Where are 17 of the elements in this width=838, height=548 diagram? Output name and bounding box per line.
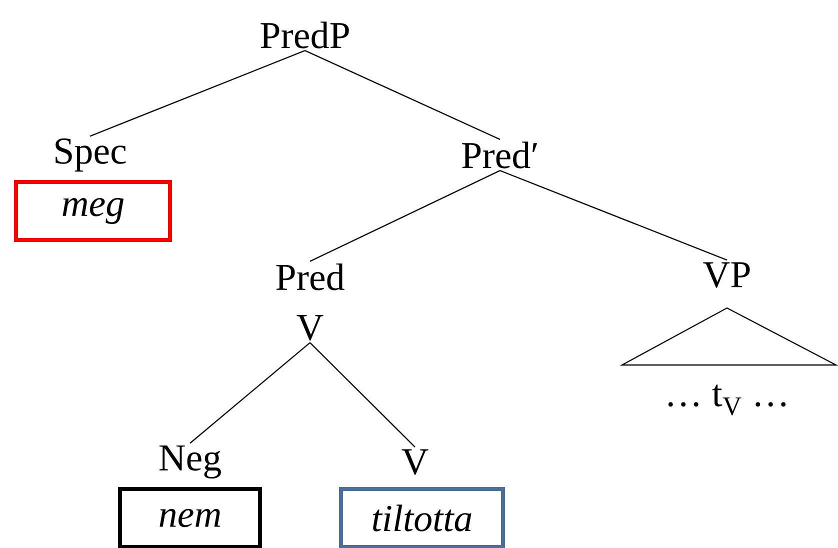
tree-branch: [500, 170, 728, 261]
tree-branch: [310, 170, 500, 262]
node-label: V: [402, 449, 428, 475]
tree-branch: [310, 342, 416, 448]
word-box: tiltotta: [339, 487, 505, 548]
node-label: Pred′: [462, 142, 538, 168]
node-label: Pred V: [276, 264, 344, 340]
tree-branch: [190, 342, 310, 444]
tree-branch: [90, 50, 306, 137]
node-label: PredP: [260, 22, 349, 48]
word-box: nem: [118, 487, 262, 548]
tree-branch: [304, 50, 500, 140]
node-label: Neg: [159, 445, 221, 479]
word-box: meg: [14, 180, 172, 242]
node-label: … t$_{V}$ …: [668, 384, 786, 416]
node-label: VP: [703, 262, 750, 288]
node-label: Spec: [56, 138, 126, 172]
